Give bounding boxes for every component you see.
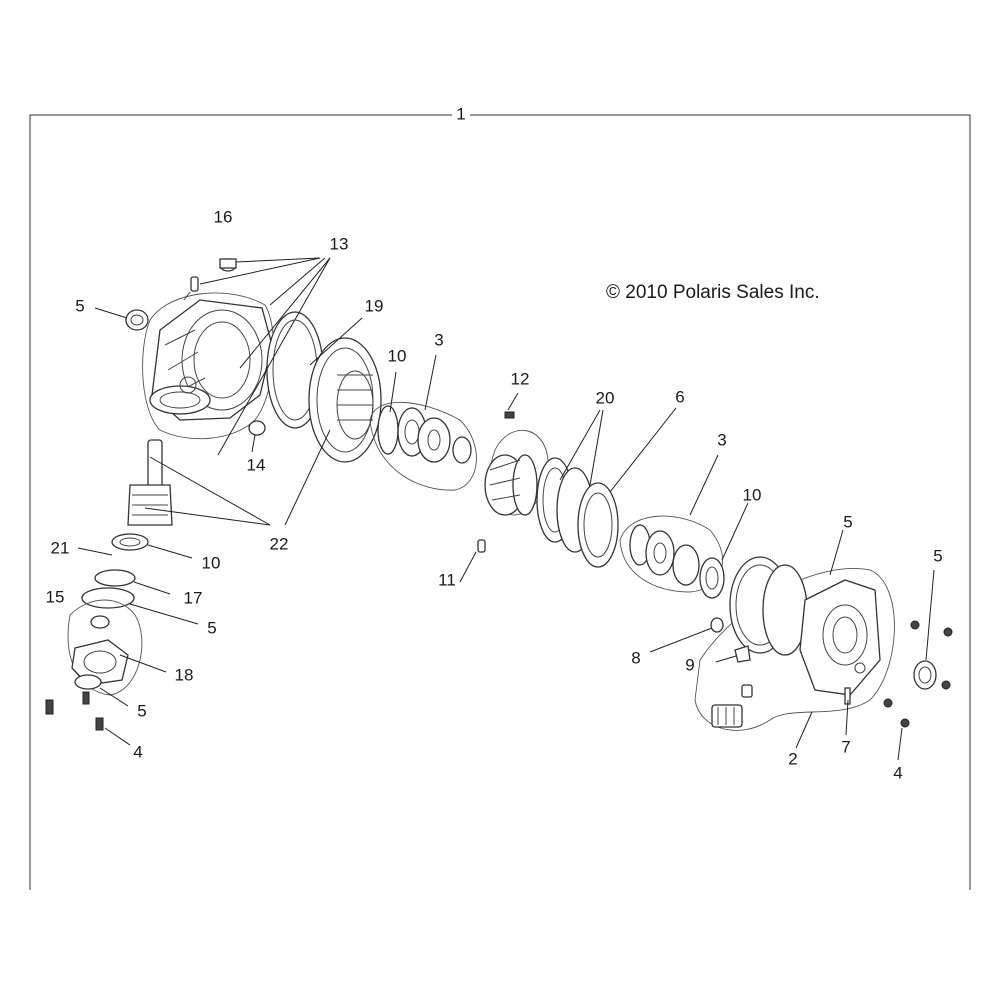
callout-10-right: 10: [742, 485, 762, 505]
bolts-right: [883, 620, 953, 728]
callout-19: 19: [364, 296, 384, 316]
callout-5-left-mid: 5: [207, 618, 217, 638]
right-cover-group: [694, 556, 895, 731]
seal-right: [913, 660, 937, 690]
callout-8: 8: [631, 648, 641, 668]
callout-20: 20: [595, 388, 615, 408]
breather-fitting: [183, 276, 199, 301]
clutch-plates: [536, 457, 619, 568]
callout-9: 9: [685, 655, 695, 675]
callout-12: 12: [510, 369, 530, 389]
bearing-assembly-left: [369, 401, 477, 491]
callout-14: 14: [246, 455, 266, 475]
bolts-left: [45, 691, 104, 731]
bearing-assembly-right: [619, 515, 725, 599]
callout-10-left: 10: [201, 553, 221, 573]
callout-11: 11: [438, 570, 456, 590]
callout-15: 15: [45, 587, 65, 607]
callout-13: 13: [329, 234, 349, 254]
callout-2: 2: [788, 749, 798, 769]
leader-lines: [77, 257, 935, 761]
callout-7: 7: [841, 737, 851, 757]
callout-5-top-left: 5: [75, 296, 85, 316]
seal-top-left: [125, 309, 149, 331]
callout-4-right: 4: [893, 763, 903, 783]
drain-plug: [248, 420, 266, 436]
callout-10-top: 10: [387, 346, 407, 366]
callout-18: 18: [174, 665, 194, 685]
pin: [477, 539, 486, 553]
callout-3-right: 3: [717, 430, 727, 450]
callout-5-right: 5: [933, 546, 943, 566]
callout-5-left-bottom: 5: [137, 701, 147, 721]
ring-gear: [266, 311, 382, 463]
main-housing: [142, 292, 275, 440]
pinion-shaft: [127, 439, 173, 526]
callout-6: 6: [675, 387, 685, 407]
callout-17: 17: [183, 588, 203, 608]
pinion-bearing: [81, 533, 149, 609]
left-cover-group: [67, 599, 143, 696]
differential-cage: [484, 411, 549, 516]
callout-3-left: 3: [434, 330, 444, 350]
fill-plug: [219, 258, 237, 272]
copyright-notice: © 2010 Polaris Sales Inc.: [606, 282, 820, 303]
callout-21: 21: [50, 538, 70, 558]
callout-1: 1: [454, 104, 468, 124]
callout-16: 16: [213, 207, 233, 227]
callout-5-right-top: 5: [843, 512, 853, 532]
callout-4-left: 4: [133, 742, 143, 762]
assembly-frame: [29, 114, 971, 890]
callout-22: 22: [269, 534, 289, 554]
